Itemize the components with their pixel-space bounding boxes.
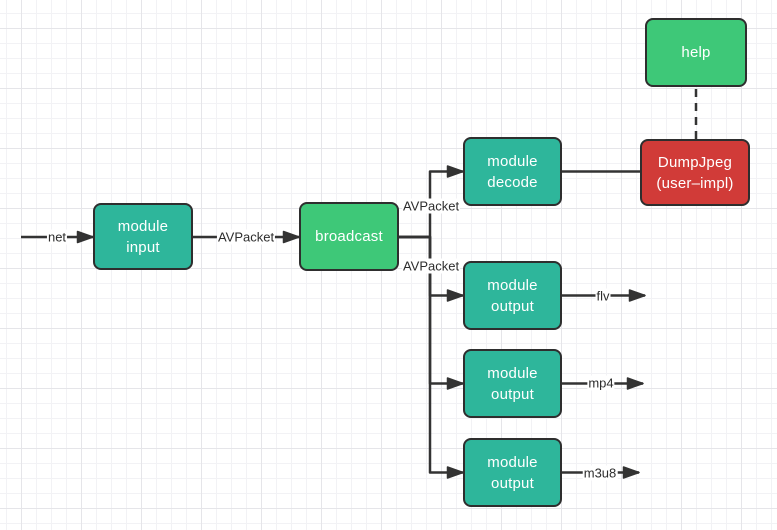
node-module-output-mp4[interactable]: module output	[463, 349, 562, 418]
node-module-input[interactable]: module input	[93, 203, 193, 270]
edge-label-avpacket-output: AVPacket	[401, 258, 461, 274]
node-dumpjpeg[interactable]: DumpJpeg (user–impl)	[640, 139, 750, 206]
node-module-decode[interactable]: module decode	[463, 137, 562, 206]
edge-label-net: net	[46, 229, 68, 245]
node-broadcast[interactable]: broadcast	[299, 202, 399, 271]
node-module-output-m3u8[interactable]: module output	[463, 438, 562, 507]
node-help[interactable]: help	[645, 18, 747, 87]
edge-label-flv: flv	[595, 288, 611, 304]
edge-label-m3u8: m3u8	[582, 465, 618, 481]
edge-label-mp4: mp4	[587, 375, 615, 391]
edge-label-avpacket-input: AVPacket	[216, 229, 276, 245]
edge-label-avpacket-decode: AVPacket	[401, 198, 461, 214]
node-module-output-flv[interactable]: module output	[463, 261, 562, 330]
